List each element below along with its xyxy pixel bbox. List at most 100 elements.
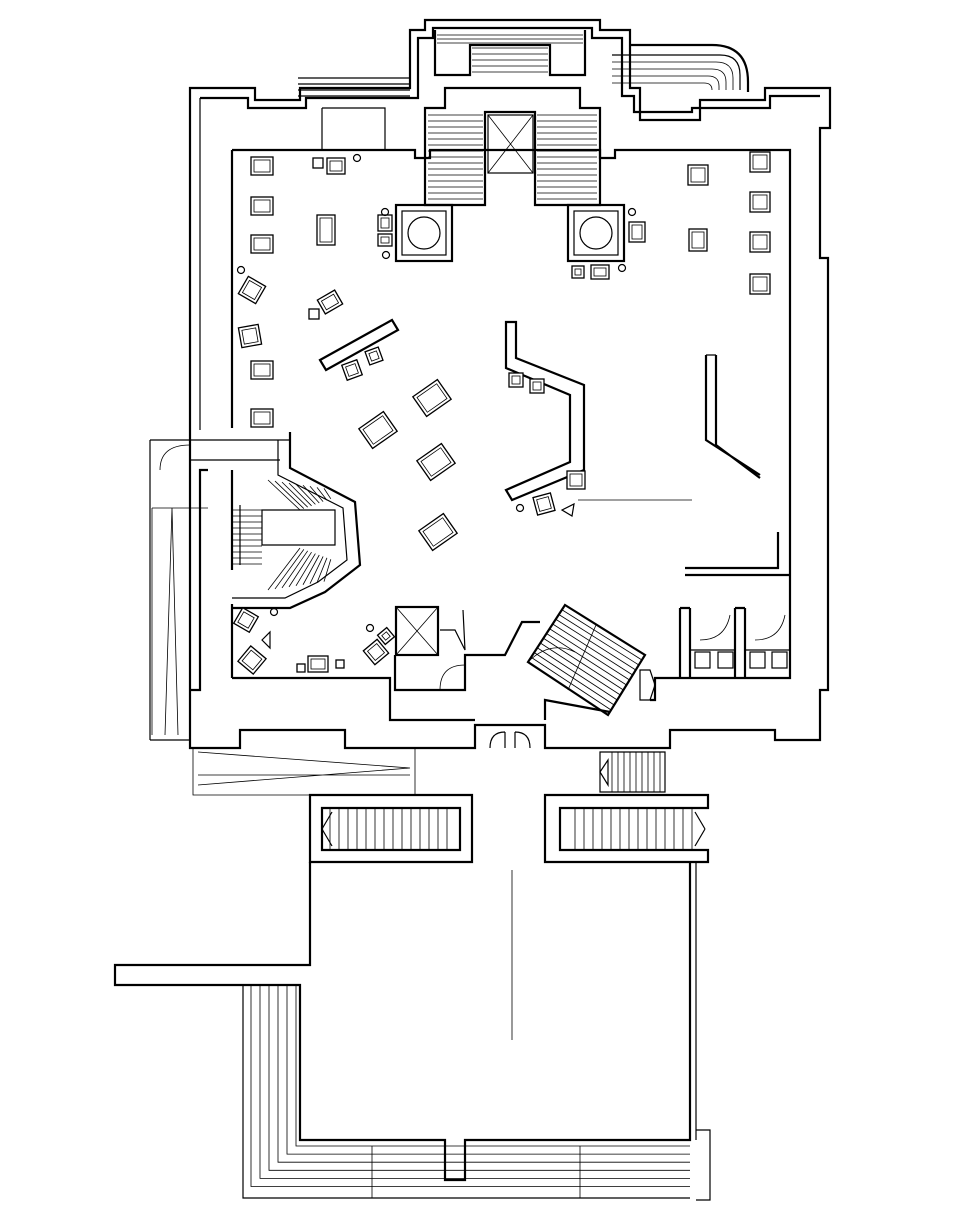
nw-steps bbox=[298, 77, 410, 150]
stair-tread bbox=[288, 482, 312, 507]
stair-tread bbox=[309, 486, 324, 502]
chair-seat bbox=[569, 473, 583, 487]
chair-seat bbox=[380, 217, 390, 229]
terrace-step bbox=[295, 985, 690, 1147]
stair-tread bbox=[316, 557, 328, 583]
stair-tread bbox=[561, 609, 643, 661]
chair-seat bbox=[310, 658, 326, 670]
chair-frame bbox=[250, 196, 274, 216]
armchair bbox=[326, 157, 346, 175]
se-entry-steps bbox=[599, 751, 666, 793]
ne-curved-steps bbox=[612, 43, 750, 92]
chair-frame bbox=[749, 273, 771, 295]
east-wall-feature bbox=[704, 354, 761, 479]
stair-tread bbox=[274, 480, 305, 509]
armchair bbox=[364, 346, 384, 366]
armchair bbox=[362, 638, 390, 666]
armchair bbox=[377, 233, 393, 247]
stair-divider bbox=[567, 624, 597, 691]
chair-frame bbox=[236, 644, 268, 676]
stair-tread bbox=[281, 550, 309, 589]
armchair bbox=[590, 264, 610, 280]
armchair bbox=[316, 289, 344, 315]
stair-tread bbox=[267, 547, 301, 591]
chair-seat bbox=[253, 411, 271, 425]
armchair bbox=[307, 655, 329, 673]
armchair bbox=[237, 275, 267, 305]
stair-tread bbox=[316, 487, 328, 501]
stair-tread bbox=[533, 652, 615, 706]
chair-frame bbox=[571, 265, 585, 279]
chair-frame bbox=[376, 626, 396, 646]
stair-tread bbox=[281, 481, 308, 508]
side-table bbox=[312, 157, 324, 169]
chair-seat bbox=[241, 327, 259, 345]
stair-tread bbox=[302, 484, 320, 504]
south-stair-treads bbox=[321, 808, 706, 850]
chair-frame bbox=[529, 378, 545, 394]
stair-arrow bbox=[321, 811, 333, 847]
armchair bbox=[415, 442, 457, 482]
stair-tread bbox=[267, 479, 301, 511]
armchair bbox=[376, 626, 396, 646]
chair-frame bbox=[377, 233, 393, 247]
chair-seat bbox=[532, 381, 542, 391]
chair-frame bbox=[411, 378, 453, 418]
chair-frame bbox=[307, 655, 329, 673]
stair-tread bbox=[323, 488, 332, 500]
chair-frame bbox=[628, 221, 646, 243]
armchair bbox=[250, 408, 274, 428]
armchair bbox=[232, 606, 260, 634]
chair-frame bbox=[340, 358, 364, 382]
stool bbox=[365, 623, 375, 633]
chair-frame bbox=[590, 264, 610, 280]
armchair bbox=[566, 470, 586, 490]
armchair bbox=[749, 191, 771, 213]
chair-seat bbox=[536, 496, 552, 512]
stair-tread bbox=[302, 554, 320, 585]
armchair bbox=[529, 378, 545, 394]
chair-seat bbox=[381, 631, 391, 641]
chair-seat bbox=[511, 375, 521, 385]
chair-seat bbox=[329, 160, 343, 172]
stair-tread bbox=[558, 614, 640, 666]
side-table bbox=[296, 663, 306, 673]
chair-frame bbox=[237, 323, 263, 349]
armchair bbox=[340, 358, 364, 382]
chair-seat bbox=[319, 217, 333, 243]
chair-seat bbox=[631, 224, 643, 240]
chair-frame bbox=[566, 470, 586, 490]
chair-seat bbox=[574, 268, 582, 276]
west-stair-treads bbox=[232, 479, 332, 591]
chair-seat bbox=[690, 167, 706, 183]
chair-frame bbox=[749, 191, 771, 213]
armchair bbox=[508, 372, 524, 388]
chair-seat bbox=[345, 363, 359, 377]
chair-frame bbox=[250, 408, 274, 428]
chair-frame bbox=[250, 156, 274, 176]
east-partition bbox=[685, 532, 790, 577]
stool bbox=[380, 207, 390, 217]
side-table bbox=[308, 308, 320, 320]
chair-seat bbox=[253, 199, 271, 213]
terrace-step bbox=[259, 985, 690, 1179]
armchair bbox=[688, 228, 708, 252]
armchair bbox=[749, 273, 771, 295]
armchair bbox=[571, 265, 585, 279]
chair-seat bbox=[253, 363, 271, 377]
center-partitions bbox=[388, 609, 611, 722]
chair-frame bbox=[316, 289, 344, 315]
chair-seat bbox=[366, 642, 386, 662]
stair-tread bbox=[288, 551, 312, 588]
marker bbox=[261, 630, 271, 650]
chair-seat bbox=[380, 236, 390, 244]
chair-seat bbox=[416, 383, 448, 413]
column-left bbox=[394, 203, 454, 263]
stool bbox=[627, 207, 637, 217]
stool bbox=[381, 250, 391, 260]
stool bbox=[269, 607, 279, 617]
armchair bbox=[687, 164, 709, 186]
furniture-group bbox=[232, 151, 771, 676]
chair-frame bbox=[377, 214, 393, 232]
